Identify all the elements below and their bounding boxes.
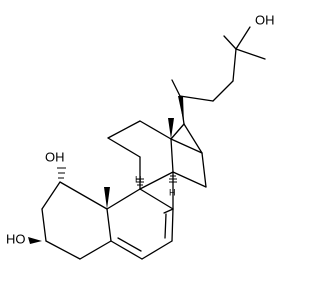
molecule-structure: OH OH HO H H — [6, 12, 275, 260]
atom-label-oh-c3: HO — [6, 231, 26, 246]
methyl-bonds — [104, 118, 174, 209]
atom-label-oh-side-chain: OH — [255, 12, 275, 27]
atom-label-h-c14: H — [169, 187, 176, 197]
stereo-wedge-c17 — [178, 96, 184, 124]
atom-label-h-c9: H — [135, 174, 142, 184]
ring-a-bonds — [41, 181, 112, 260]
hash-h-c14 — [169, 175, 177, 183]
atom-label-oh-c1: OH — [45, 149, 65, 164]
side-chain-bonds — [170, 26, 266, 140]
double-bond-c7-c8 — [164, 213, 167, 239]
ring-b-bonds — [106, 188, 174, 260]
hash-h-c9 — [136, 178, 144, 186]
ring-c-bonds — [107, 120, 174, 210]
wedge-oh-c3 — [28, 237, 42, 244]
hash-oh-c1 — [57, 167, 66, 179]
